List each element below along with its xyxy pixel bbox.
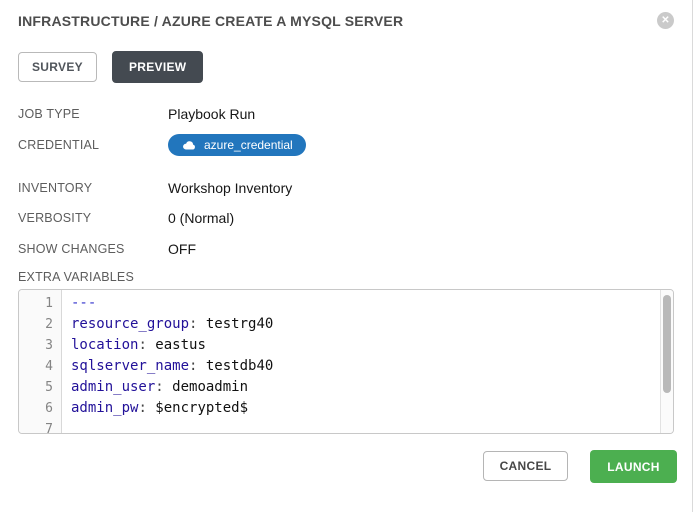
credential-badge-label: azure_credential [204,138,293,152]
launch-button[interactable]: LAUNCH [590,450,677,483]
editor-code-area[interactable]: 1 --- 2 resource_group: testrg40 3 location: … [19,293,660,434]
detail-row: INVENTORY Workshop Inventory [18,177,668,199]
line-number: 7 [45,422,53,434]
extra-variables-editor[interactable]: 1 --- 2 resource_group: testrg40 3 location: … [18,289,674,434]
detail-value: Playbook Run [168,106,256,122]
credential-badge[interactable]: azure_credential [168,134,306,156]
tab-survey[interactable]: SURVEY [18,52,97,82]
extra-variables-label: EXTRA VARIABLES [18,270,135,284]
detail-row: CREDENTIAL azure_credential [18,134,668,156]
editor-line[interactable]: 1 --- [19,293,660,314]
tab-preview[interactable]: PREVIEW [111,51,204,83]
detail-label: CREDENTIAL [18,138,100,152]
line-number: 3 [45,338,53,353]
page-title: INFRASTRUCTURE / AZURE CREATE A MYSQL SE… [18,13,404,29]
line-code: resource_group: testrg40 [71,316,274,332]
cancel-button[interactable]: CANCEL [483,451,568,481]
line-code: sqlserver_name: testdb40 [71,358,274,374]
detail-row: SHOW CHANGES OFF [18,238,668,260]
detail-value: OFF [168,241,196,257]
line-code [61,419,71,433]
detail-row: VERBOSITY 0 (Normal) [18,207,668,229]
line-number: 5 [45,380,53,395]
line-code: location: eastus [71,337,206,353]
line-number: 1 [45,296,53,311]
line-number: 6 [45,401,53,416]
line-number: 4 [45,359,53,374]
scrollbar-thumb[interactable] [663,295,671,393]
editor-line[interactable]: 2 resource_group: testrg40 [19,314,660,335]
detail-label: INVENTORY [18,181,93,195]
line-number: 2 [45,317,53,332]
line-code: admin_user: demoadmin [71,379,249,395]
editor-scrollbar[interactable] [660,290,673,433]
detail-label: SHOW CHANGES [18,242,125,256]
cloud-icon [181,140,196,151]
detail-value: 0 (Normal) [168,210,235,226]
detail-row: JOB TYPE Playbook Run [18,103,668,125]
close-icon[interactable]: ✕ [657,12,674,29]
editor-line[interactable]: 5 admin_user: demoadmin [19,377,660,398]
editor-line[interactable]: 4 sqlserver_name: testdb40 [19,356,660,377]
editor-line[interactable]: 7 [19,419,660,434]
editor-line[interactable]: 6 admin_pw: $encrypted$ [19,398,660,419]
detail-label: VERBOSITY [18,211,92,225]
tab-bar: SURVEY PREVIEW [18,51,204,83]
detail-value: Workshop Inventory [168,180,293,196]
editor-line[interactable]: 3 location: eastus [19,335,660,356]
line-code: admin_pw: $encrypted$ [71,400,249,416]
detail-label: JOB TYPE [18,107,80,121]
line-code: --- [71,295,97,311]
